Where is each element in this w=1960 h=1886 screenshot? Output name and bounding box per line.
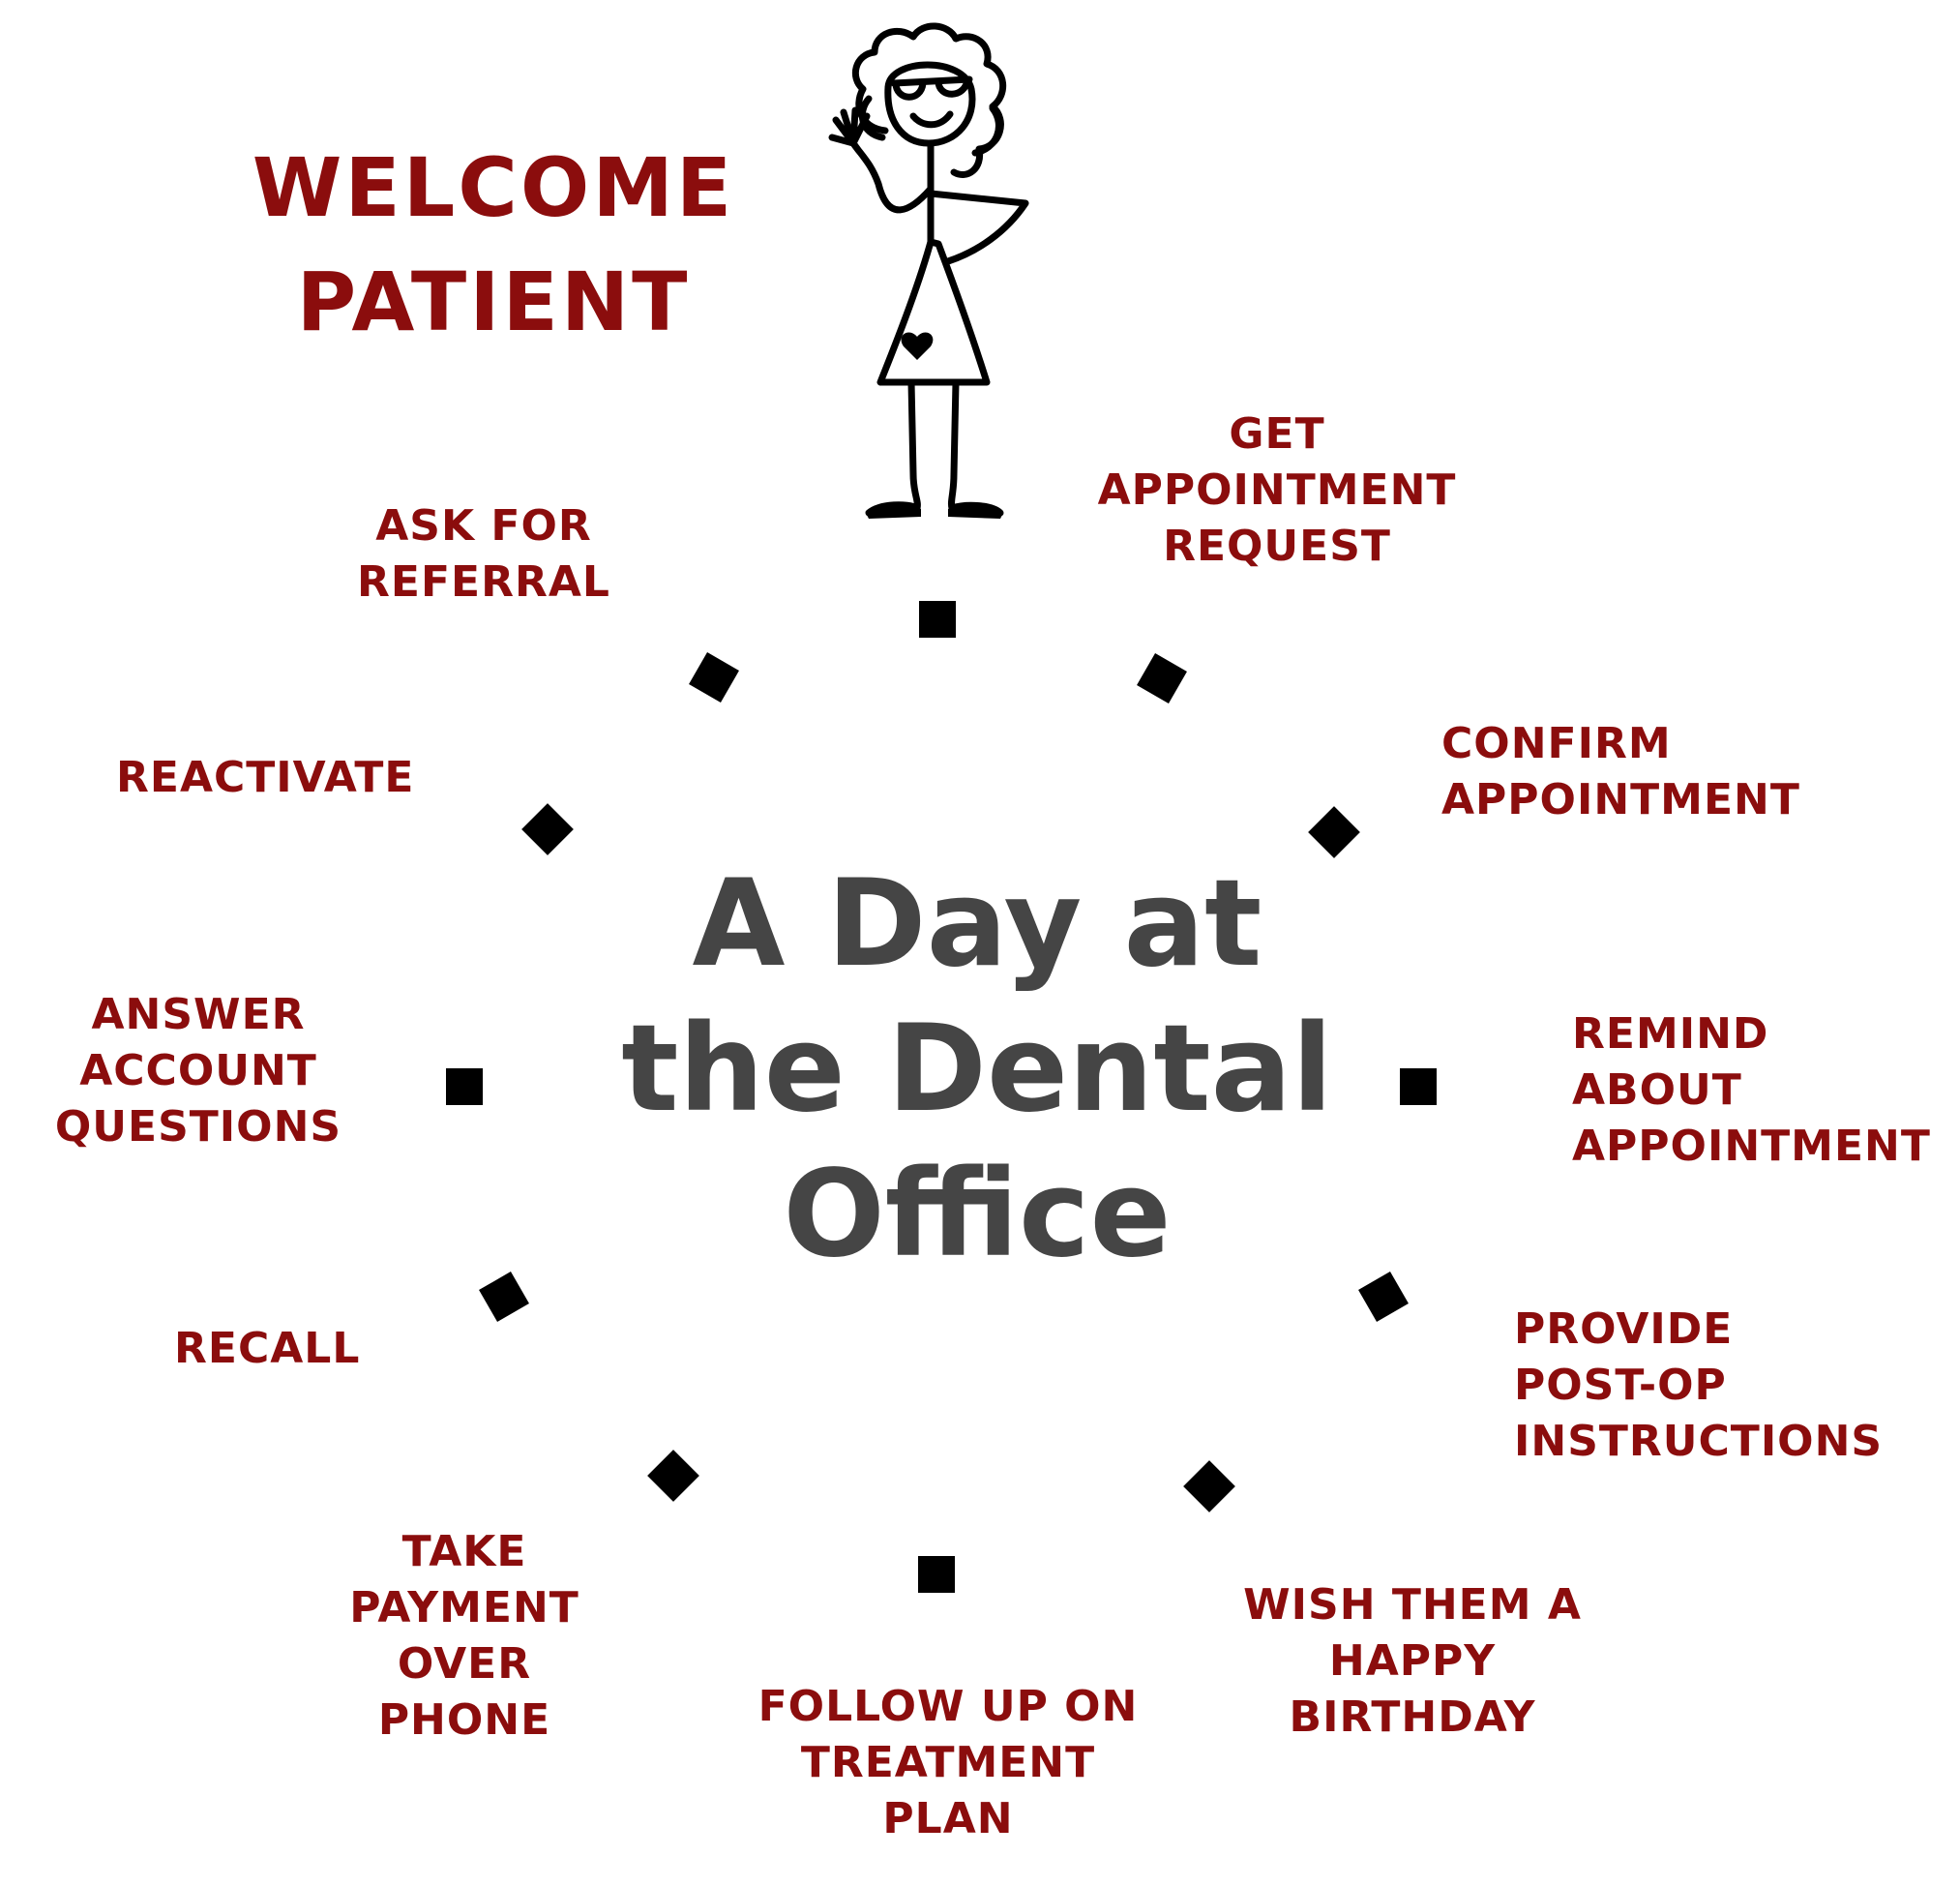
welcome-patient-heading: WELCOME PATIENT	[193, 131, 793, 359]
step-line: OVER	[397, 1639, 532, 1689]
step-line: PAYMENT	[349, 1583, 579, 1632]
step-line: ABOUT	[1572, 1065, 1742, 1115]
cycle-marker	[1183, 1460, 1235, 1512]
step-line: REFERRAL	[357, 557, 610, 607]
cycle-marker	[521, 803, 574, 855]
step-label-wish-happy-birthday: WISH THEM A HAPPY BIRTHDAY	[1219, 1577, 1606, 1746]
step-label-confirm-appointment: CONFIRM APPOINTMENT	[1441, 716, 1886, 828]
step-label-remind-about-appointment: REMIND ABOUT APPOINTMENT	[1572, 1006, 1949, 1175]
step-line: INSTRUCTIONS	[1514, 1417, 1884, 1466]
step-line: BIRTHDAY	[1289, 1692, 1536, 1742]
step-line: GET	[1229, 409, 1325, 459]
step-line: ANSWER	[91, 990, 306, 1039]
step-line: REMIND	[1572, 1009, 1769, 1059]
step-line: TREATMENT	[800, 1738, 1096, 1787]
step-label-take-payment-over-phone: TAKE PAYMENT OVER PHONE	[310, 1524, 619, 1749]
step-line: QUESTIONS	[54, 1102, 342, 1152]
step-line: PROVIDE	[1514, 1304, 1734, 1354]
step-label-answer-account-questions: ANSWER ACCOUNT QUESTIONS	[39, 987, 358, 1155]
step-line: APPOINTMENT	[1572, 1122, 1931, 1171]
cycle-marker	[479, 1272, 529, 1322]
step-label-reactivate: REACTIVATE	[116, 750, 484, 806]
step-line: POST-OP	[1514, 1361, 1727, 1410]
step-line: CONFIRM	[1441, 719, 1672, 768]
step-line: PHONE	[377, 1695, 551, 1745]
step-line: APPOINTMENT	[1097, 465, 1457, 515]
welcome-line-1: WELCOME	[252, 140, 735, 235]
cycle-marker	[1400, 1068, 1437, 1105]
title-line-3: Office	[783, 1145, 1172, 1284]
step-line: TAKE	[401, 1527, 527, 1576]
step-line: REACTIVATE	[116, 753, 415, 802]
cycle-marker	[647, 1450, 699, 1502]
cycle-marker	[446, 1068, 483, 1105]
step-line: PLAN	[882, 1794, 1014, 1843]
step-line: REQUEST	[1163, 522, 1391, 571]
step-label-recall: RECALL	[174, 1321, 426, 1377]
step-line: ASK FOR	[375, 501, 592, 551]
step-line: APPOINTMENT	[1441, 775, 1800, 824]
cycle-marker	[689, 652, 739, 703]
diagram-title: A Day at the Dental Office	[542, 852, 1412, 1287]
step-line: WISH THEM A	[1243, 1580, 1582, 1630]
step-label-ask-for-referral: ASK FOR REFERRAL	[329, 498, 638, 611]
step-line: FOLLOW UP ON	[757, 1682, 1139, 1731]
title-line-2: the Dental	[621, 1000, 1333, 1139]
step-line: RECALL	[174, 1324, 361, 1373]
title-line-1: A Day at	[692, 854, 1262, 994]
cycle-marker	[919, 601, 956, 638]
welcome-line-2: PATIENT	[296, 254, 691, 349]
step-line: ACCOUNT	[79, 1046, 317, 1095]
step-label-get-appointment-request: GET APPOINTMENT REQUEST	[1045, 406, 1509, 575]
step-label-follow-up-treatment-plan: FOLLOW UP ON TREATMENT PLAN	[745, 1679, 1151, 1847]
cycle-marker	[1137, 653, 1187, 704]
step-line: HAPPY	[1328, 1636, 1497, 1686]
waving-stick-figure-woman-icon	[828, 22, 1029, 519]
step-label-provide-post-op-instructions: PROVIDE POST-OP INSTRUCTIONS	[1514, 1302, 1930, 1470]
cycle-marker	[1308, 806, 1360, 858]
cycle-marker	[918, 1556, 955, 1593]
